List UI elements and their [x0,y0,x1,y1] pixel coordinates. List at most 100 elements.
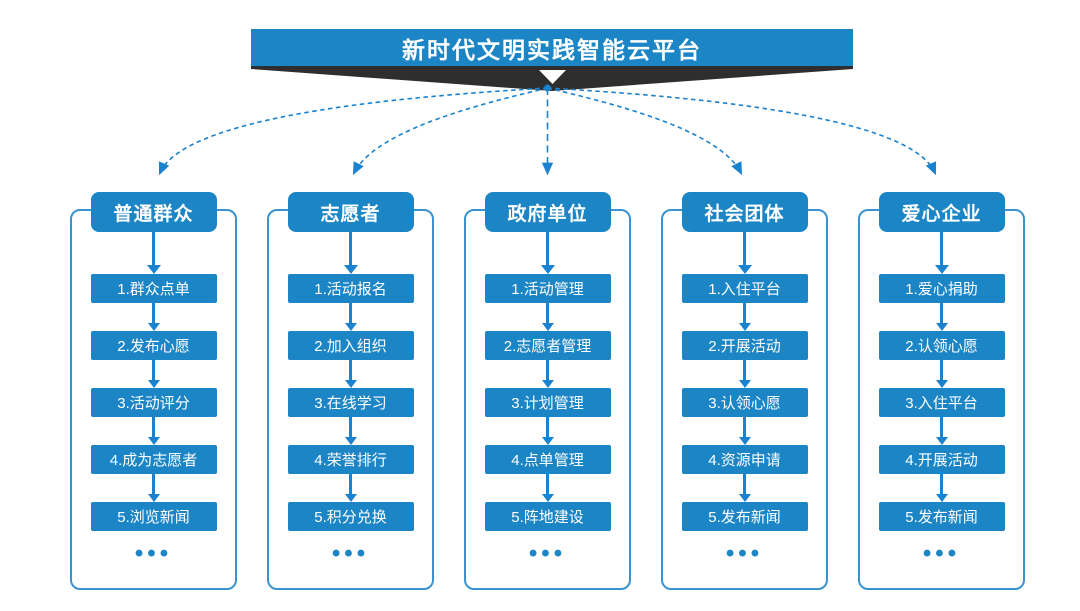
arrow-head [147,494,160,502]
step-box: 5.积分兑换 [287,502,414,531]
step-box: 3.认领心愿 [681,388,808,417]
down-arrow-icon [540,232,555,274]
column-header: 社会团体 [681,192,808,232]
down-arrow-icon [738,360,751,388]
column-header: 政府单位 [484,192,611,232]
arrow-head [146,265,161,274]
step-box: 2.开展活动 [681,331,808,360]
arrow-head [541,323,554,331]
platform-title: 新时代文明实践智能云平台 [402,36,702,63]
arrow-stem [349,303,352,323]
arrow-head [344,323,357,331]
step-box: 4.资源申请 [681,445,808,474]
arrow-stem [743,360,746,380]
down-arrow-icon [539,70,566,84]
arrow-head [935,380,948,388]
arrow-stem [349,417,352,437]
step-box: 2.发布心愿 [90,331,217,360]
arrow-stem [546,360,549,380]
step-box: 1.群众点单 [90,274,217,303]
arrow-stem [939,232,944,265]
arrow-stem [545,232,550,265]
step-box: 3.计划管理 [484,388,611,417]
down-arrow-icon [738,303,751,331]
step-box: 3.入住平台 [878,388,1005,417]
step-box: 5.发布新闻 [681,502,808,531]
arrow-head [738,380,751,388]
step-box: 3.在线学习 [287,388,414,417]
step-box: 2.志愿者管理 [484,331,611,360]
step-box: 4.成为志愿者 [90,445,217,474]
down-arrow-icon [541,417,554,445]
down-arrow-icon [344,360,357,388]
arrow-stem [743,417,746,437]
arrow-head [343,265,358,274]
arrow-head [738,323,751,331]
ellipsis-dots: ••• [922,540,961,567]
arrow-head [737,265,752,274]
arrow-head [541,494,554,502]
arrow-head [935,494,948,502]
arrow-stem [940,474,943,494]
down-arrow-icon [935,474,948,502]
arrow-stem [152,417,155,437]
down-arrow-icon [541,474,554,502]
down-arrow-icon [935,417,948,445]
fan-arrow-1 [158,87,548,176]
arrow-stem [743,474,746,494]
arrow-stem [152,360,155,380]
step-box: 5.阵地建设 [484,502,611,531]
fan-arrow-4 [547,87,743,176]
arrow-head [541,437,554,445]
arrow-head [344,494,357,502]
down-arrow-icon [147,474,160,502]
down-arrow-icon [344,417,357,445]
arrow-head [344,380,357,388]
step-box: 4.荣誉排行 [287,445,414,474]
arrow-stem [940,360,943,380]
down-arrow-icon [737,232,752,274]
down-arrow-icon [344,474,357,502]
arrow-head [934,265,949,274]
step-box: 5.发布新闻 [878,502,1005,531]
arrow-head [738,437,751,445]
fan-arrow-2 [352,87,548,176]
arrow-stem [940,303,943,323]
down-arrow-icon [147,303,160,331]
step-box: 1.活动管理 [484,274,611,303]
down-arrow-icon [344,303,357,331]
banner-taper-shape [251,66,853,91]
arrow-stem [546,417,549,437]
arrow-stem [349,360,352,380]
arrow-head [344,437,357,445]
arrow-stem [742,232,747,265]
fan-arrow-5 [547,87,937,176]
arrow-stem [348,232,353,265]
step-box: 1.爱心捐助 [878,274,1005,303]
step-box: 2.认领心愿 [878,331,1005,360]
arrow-head [935,437,948,445]
arrow-stem [743,303,746,323]
step-box: 4.点单管理 [484,445,611,474]
down-arrow-icon [343,232,358,274]
step-box: 4.开展活动 [878,445,1005,474]
down-arrow-icon [147,417,160,445]
arrow-stem [152,474,155,494]
down-arrow-icon [738,474,751,502]
arrow-stem [349,474,352,494]
down-arrow-icon [147,360,160,388]
arrow-head [147,437,160,445]
arrow-head [147,380,160,388]
arrow-stem [152,303,155,323]
ellipsis-dots: ••• [528,540,567,567]
down-arrow-icon [934,232,949,274]
step-box: 2.加入组织 [287,331,414,360]
arrow-head [935,323,948,331]
column-header: 爱心企业 [878,192,1005,232]
step-box: 3.活动评分 [90,388,217,417]
down-arrow-icon [935,303,948,331]
